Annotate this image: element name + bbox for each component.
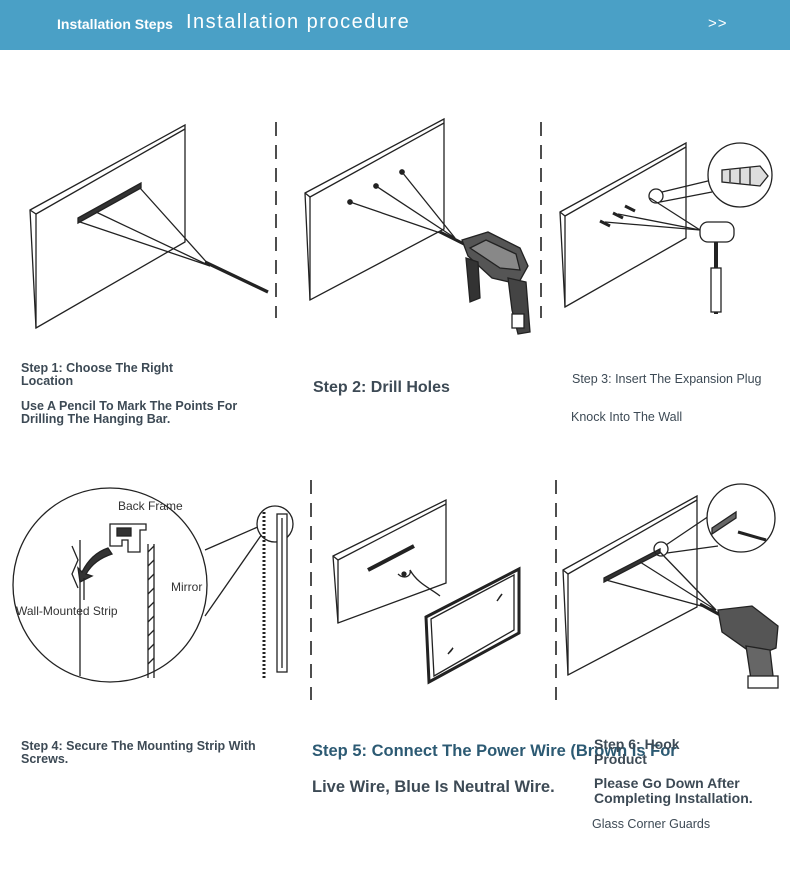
step1-detail: Use A Pencil To Mark The Points For Dril… xyxy=(21,400,261,426)
step2-illustration xyxy=(305,119,530,334)
step5-illustration xyxy=(333,500,519,682)
callout-mirror: Mirror xyxy=(171,580,202,594)
step3-title: Step 3: Insert The Expansion Plug xyxy=(572,373,782,386)
step2-title: Step 2: Drill Holes xyxy=(313,380,513,397)
step4-illustration: Back Frame Mirror Wall-Mounted Strip xyxy=(13,488,293,682)
step4-title: Step 4: Secure The Mounting Strip With S… xyxy=(21,740,266,766)
callout-back-frame: Back Frame xyxy=(118,499,183,513)
drill-icon xyxy=(440,232,530,334)
step5-detail: Live Wire, Blue Is Neutral Wire. xyxy=(312,779,592,796)
callout-wall-mounted-strip: Wall-Mounted Strip xyxy=(16,604,118,618)
step6-illustration xyxy=(563,484,778,688)
cordless-drill-icon xyxy=(700,604,778,688)
step6-note: Glass Corner Guards xyxy=(592,818,772,831)
step6-detail: Please Go Down After Completing Installa… xyxy=(594,776,764,805)
step6-title: Step 6: Hook Product xyxy=(594,737,704,766)
step3-detail: Knock Into The Wall xyxy=(571,411,771,424)
step1-illustration xyxy=(30,125,268,328)
hammer-icon xyxy=(700,222,734,314)
step3-illustration xyxy=(560,143,772,314)
step1-title: Step 1: Choose The Right Location xyxy=(21,362,221,388)
